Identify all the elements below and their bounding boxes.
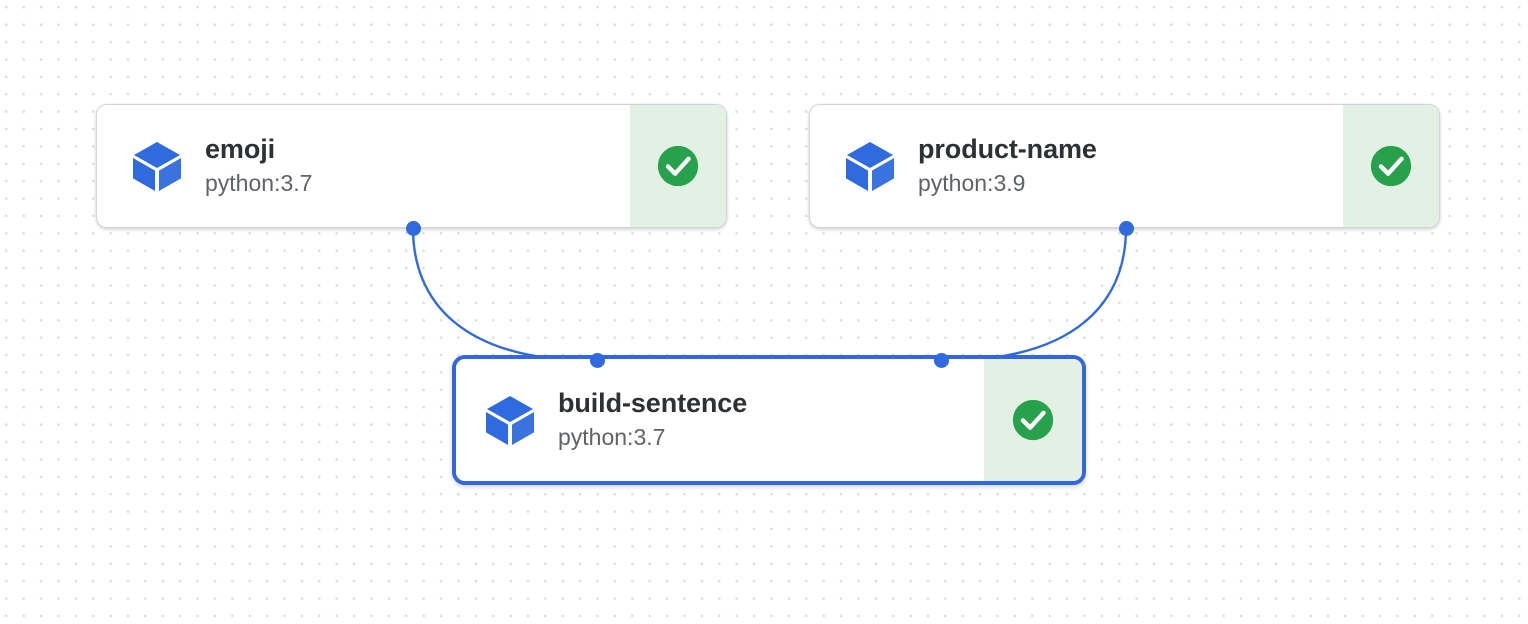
handle-product-name-source[interactable] <box>1118 220 1134 236</box>
node-build-sentence[interactable]: build-sentence python:3.7 <box>452 355 1086 485</box>
node-text: product-name python:3.9 <box>918 134 1097 198</box>
handle-emoji-source[interactable] <box>405 220 421 236</box>
node-subtitle: python:3.9 <box>918 170 1026 197</box>
node-text: build-sentence python:3.7 <box>558 388 747 452</box>
check-circle-icon <box>1370 145 1412 187</box>
edge-emoji-to-build-sentence[interactable] <box>411 226 599 363</box>
node-title: product-name <box>918 134 1097 165</box>
status-badge[interactable] <box>630 105 726 227</box>
node-product-name[interactable]: product-name python:3.9 <box>809 104 1440 228</box>
status-badge[interactable] <box>1343 105 1439 227</box>
check-circle-icon <box>657 145 699 187</box>
node-emoji[interactable]: emoji python:3.7 <box>96 104 727 228</box>
status-badge[interactable] <box>984 359 1082 481</box>
edge-product-name-to-build-sentence[interactable] <box>939 226 1128 363</box>
cube-icon <box>133 142 181 191</box>
node-subtitle: python:3.7 <box>558 424 666 451</box>
cube-icon <box>486 396 534 445</box>
node-title: emoji <box>205 134 276 165</box>
node-body: build-sentence python:3.7 <box>456 359 984 481</box>
node-subtitle: python:3.7 <box>205 170 313 197</box>
cube-icon <box>846 142 894 191</box>
handle-build-sentence-target-right[interactable] <box>933 352 949 368</box>
handle-build-sentence-target-left[interactable] <box>589 352 605 368</box>
node-body: product-name python:3.9 <box>810 105 1343 227</box>
check-circle-icon <box>1012 399 1054 441</box>
node-body: emoji python:3.7 <box>97 105 630 227</box>
node-text: emoji python:3.7 <box>205 134 312 198</box>
node-title: build-sentence <box>558 388 748 419</box>
